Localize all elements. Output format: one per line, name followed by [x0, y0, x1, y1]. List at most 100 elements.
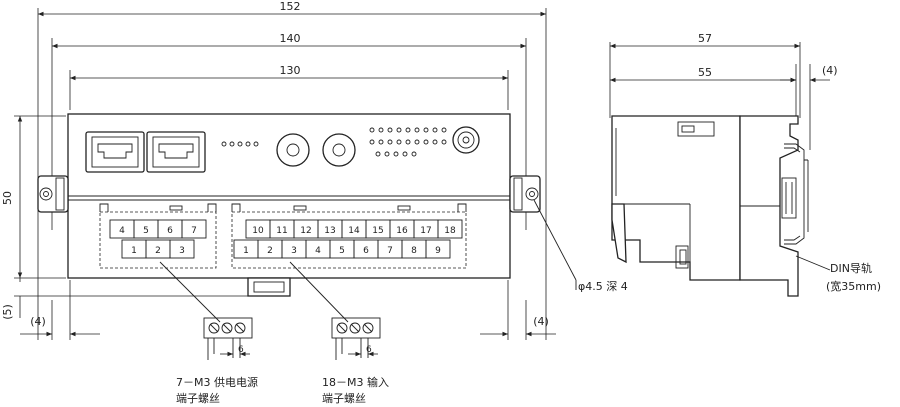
round-connector	[452, 126, 480, 154]
svg-text:8: 8	[411, 246, 417, 256]
io-led	[414, 127, 420, 133]
dim-130: 130	[70, 64, 508, 81]
status-leds	[221, 141, 259, 147]
svg-text:130: 130	[280, 64, 301, 77]
svg-text:57: 57	[698, 32, 712, 45]
input-terminal-label-1: 18－M3 输入	[322, 375, 389, 389]
svg-text:9: 9	[435, 246, 441, 256]
svg-text:4: 4	[315, 246, 321, 256]
power-terminal-label-2: 端子螺丝	[176, 392, 220, 405]
svg-text:10: 10	[252, 226, 264, 236]
svg-text:6: 6	[363, 246, 369, 256]
rj45-port-2	[146, 131, 206, 173]
io-led	[402, 151, 408, 157]
io-led	[405, 139, 411, 145]
io-led	[387, 139, 393, 145]
svg-text:(4): (4)	[30, 315, 46, 328]
svg-text:(4): (4)	[533, 315, 549, 328]
input-terminal-bottom-9: 9	[425, 239, 451, 259]
svg-text:13: 13	[324, 226, 335, 236]
svg-text:3: 3	[291, 246, 297, 256]
svg-text:11: 11	[276, 226, 287, 236]
svg-text:6: 6	[366, 345, 372, 355]
svg-text:5: 5	[339, 246, 345, 256]
svg-text:55: 55	[698, 66, 712, 79]
io-led	[405, 127, 411, 133]
dim-5: (5)	[1, 278, 21, 320]
io-led	[432, 127, 438, 133]
io-led	[369, 139, 375, 145]
svg-text:12: 12	[300, 226, 311, 236]
dim-4-side: (4)	[780, 64, 838, 83]
screw-detail-power: 6	[203, 317, 253, 360]
mount-ear-right	[509, 175, 541, 213]
io-leds	[369, 127, 447, 157]
svg-text:152: 152	[280, 0, 301, 13]
screw-detail-input: 6	[331, 317, 381, 360]
svg-text:4: 4	[119, 226, 125, 236]
leader-lines	[159, 261, 349, 323]
din-rail-label-1: DIN导轨	[830, 261, 872, 275]
din-rail-callout: DIN导轨 (宽35mm)	[795, 255, 881, 293]
svg-text:17: 17	[420, 226, 431, 236]
svg-text:6: 6	[167, 226, 173, 236]
io-led	[369, 127, 375, 133]
power-terminal-label-1: 7－M3 供电电源	[176, 375, 258, 389]
svg-text:50: 50	[1, 191, 14, 205]
dim-4-right: (4)	[480, 300, 556, 340]
svg-text:1: 1	[131, 246, 137, 256]
io-led	[441, 127, 447, 133]
svg-text:3: 3	[179, 246, 185, 256]
svg-text:6: 6	[238, 345, 244, 355]
svg-text:7: 7	[191, 226, 197, 236]
io-led	[375, 151, 381, 157]
svg-text:140: 140	[280, 32, 301, 45]
io-led	[393, 151, 399, 157]
io-led	[423, 139, 429, 145]
io-led	[414, 139, 420, 145]
svg-text:1: 1	[243, 246, 249, 256]
mount-hole-callout: φ4.5 深 4	[533, 199, 628, 293]
io-led	[411, 151, 417, 157]
io-led	[384, 151, 390, 157]
din-rail-label-2: (宽35mm)	[826, 279, 881, 293]
dim-50: 50	[1, 116, 23, 278]
svg-text:14: 14	[348, 226, 360, 236]
io-led	[396, 139, 402, 145]
io-led	[396, 127, 402, 133]
io-led	[387, 127, 393, 133]
input-terminal-top-18: 18	[437, 219, 463, 239]
svg-text:(5): (5)	[1, 304, 14, 320]
extension-lines	[14, 8, 547, 340]
svg-text:φ4.5 深 4: φ4.5 深 4	[578, 280, 628, 293]
input-terminal-label-2: 端子螺丝	[322, 392, 366, 405]
power-terminal-top-7: 7	[181, 219, 207, 239]
svg-text:15: 15	[372, 226, 383, 236]
io-led	[432, 139, 438, 145]
side-body	[611, 115, 799, 297]
io-led	[378, 127, 384, 133]
io-led	[441, 139, 447, 145]
svg-text:7: 7	[387, 246, 393, 256]
io-led	[423, 127, 429, 133]
svg-text:(4): (4)	[822, 64, 838, 77]
rotary-switch-1	[276, 133, 310, 167]
dim-152: 152	[38, 0, 546, 17]
svg-text:5: 5	[143, 226, 149, 236]
svg-text:2: 2	[267, 246, 273, 256]
dim-57: 57	[610, 32, 800, 49]
dim-55: 55	[610, 66, 796, 83]
mount-ear-left	[37, 175, 69, 213]
din-rail	[781, 143, 809, 245]
io-led	[378, 139, 384, 145]
dim-140: 140	[52, 32, 526, 49]
rotary-switch-2	[322, 133, 356, 167]
svg-text:16: 16	[396, 226, 408, 236]
power-terminal-bottom-3: 3	[169, 239, 195, 259]
svg-text:18: 18	[444, 226, 456, 236]
dim-4-left: (4)	[20, 300, 100, 340]
